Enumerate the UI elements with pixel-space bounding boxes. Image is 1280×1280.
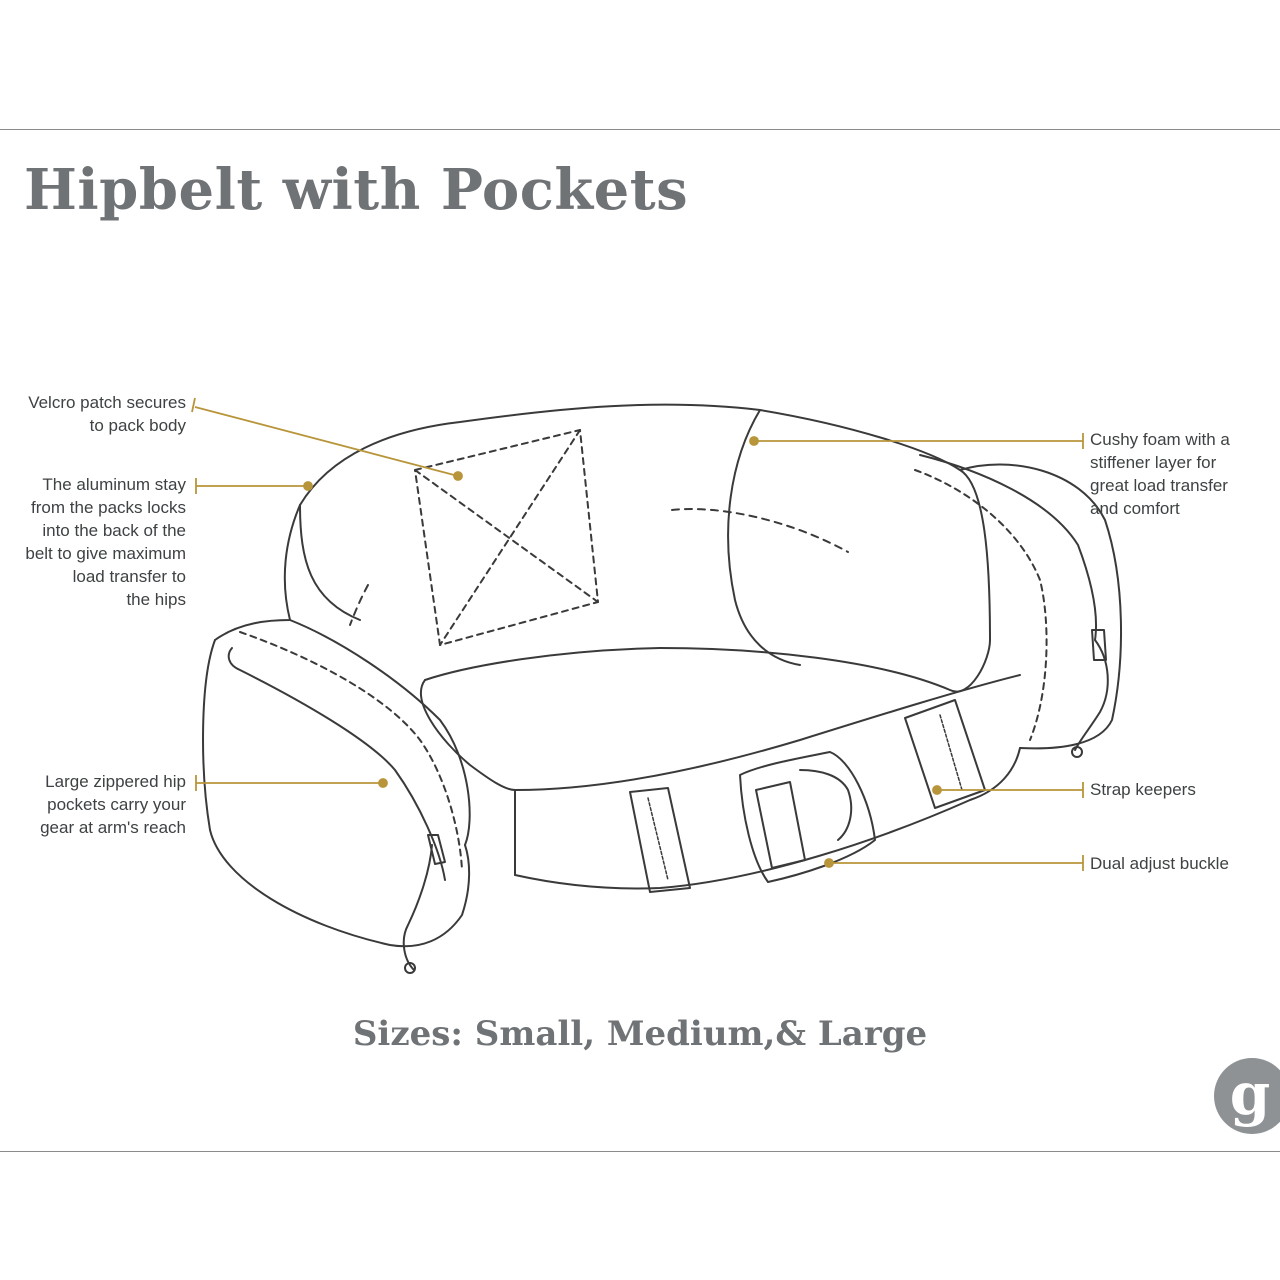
- right-pocket-outline: [959, 463, 1122, 750]
- back-panel-left-seam: [299, 504, 361, 621]
- bottom-divider: [0, 1151, 1280, 1152]
- sizes-caption: Sizes: Small, Medium,& Large: [352, 1014, 928, 1054]
- g-logo-icon: g: [1212, 1044, 1280, 1134]
- label-aluminum-stay: The aluminum stay from the packs locks i…: [25, 475, 186, 609]
- right-keeper-stitch: [939, 714, 963, 791]
- page-title: Hipbelt with Pockets: [24, 157, 689, 223]
- buckle-clip: [799, 769, 853, 841]
- back-dashed-stitch-left: [349, 584, 369, 626]
- buckle-window: [755, 781, 806, 869]
- label-dual-buckle: Dual adjust buckle: [1090, 854, 1229, 873]
- right-pocket-seam: [914, 469, 1048, 741]
- leader-velcro: [194, 406, 459, 477]
- lumbar-left-edge: [420, 679, 516, 791]
- label-cushy-foam: Cushy foam with a stiffener layer for gr…: [1090, 430, 1230, 518]
- back-panel-outline: [299, 403, 991, 641]
- leader-velcro-dot: [453, 471, 463, 481]
- leader-stay-dot: [303, 481, 313, 491]
- leader-keepers-dot: [932, 785, 942, 795]
- right-drawcord: [1074, 639, 1109, 751]
- velcro-patch: [414, 429, 599, 646]
- left-pocket-zipper: [227, 647, 446, 881]
- right-strap-keeper: [904, 699, 986, 809]
- top-divider: [0, 129, 1280, 130]
- left-drawcord-toggle: [427, 834, 446, 865]
- logo-letter: g: [1230, 1060, 1271, 1128]
- left-drawcord: [402, 844, 433, 971]
- left-pocket-seam: [239, 631, 463, 871]
- label-velcro-patch: Velcro patch secures to pack body: [28, 393, 186, 435]
- buckle-body: [739, 751, 876, 883]
- right-pocket-zipper: [919, 454, 1098, 641]
- lumbar-inner: [424, 639, 991, 693]
- belt-strap-bottom: [514, 747, 1021, 890]
- label-hip-pockets: Large zippered hip pockets carry your ge…: [40, 772, 186, 837]
- right-drawcord-toggle: [1091, 629, 1107, 661]
- back-dashed-stitch: [671, 508, 849, 553]
- label-strap-keepers: Strap keepers: [1090, 780, 1196, 799]
- left-strap-keeper: [629, 787, 691, 893]
- leader-pockets-dot: [378, 778, 388, 788]
- left-pocket-outline: [202, 639, 471, 948]
- leader-velcro-tick: [191, 397, 196, 413]
- velcro-patch-diag2: [439, 429, 581, 646]
- right-drawcord-end: [1071, 746, 1083, 758]
- leader-buckle-dot: [824, 858, 834, 868]
- back-panel-right-seam: [727, 409, 801, 666]
- left-wing-outline: [214, 504, 301, 641]
- velcro-patch-diag1: [414, 469, 599, 603]
- left-pocket-side: [289, 619, 471, 846]
- belt-strap-top: [514, 674, 1021, 791]
- left-drawcord-end: [404, 962, 416, 974]
- leader-foam-dot: [749, 436, 759, 446]
- left-keeper-stitch: [647, 797, 669, 881]
